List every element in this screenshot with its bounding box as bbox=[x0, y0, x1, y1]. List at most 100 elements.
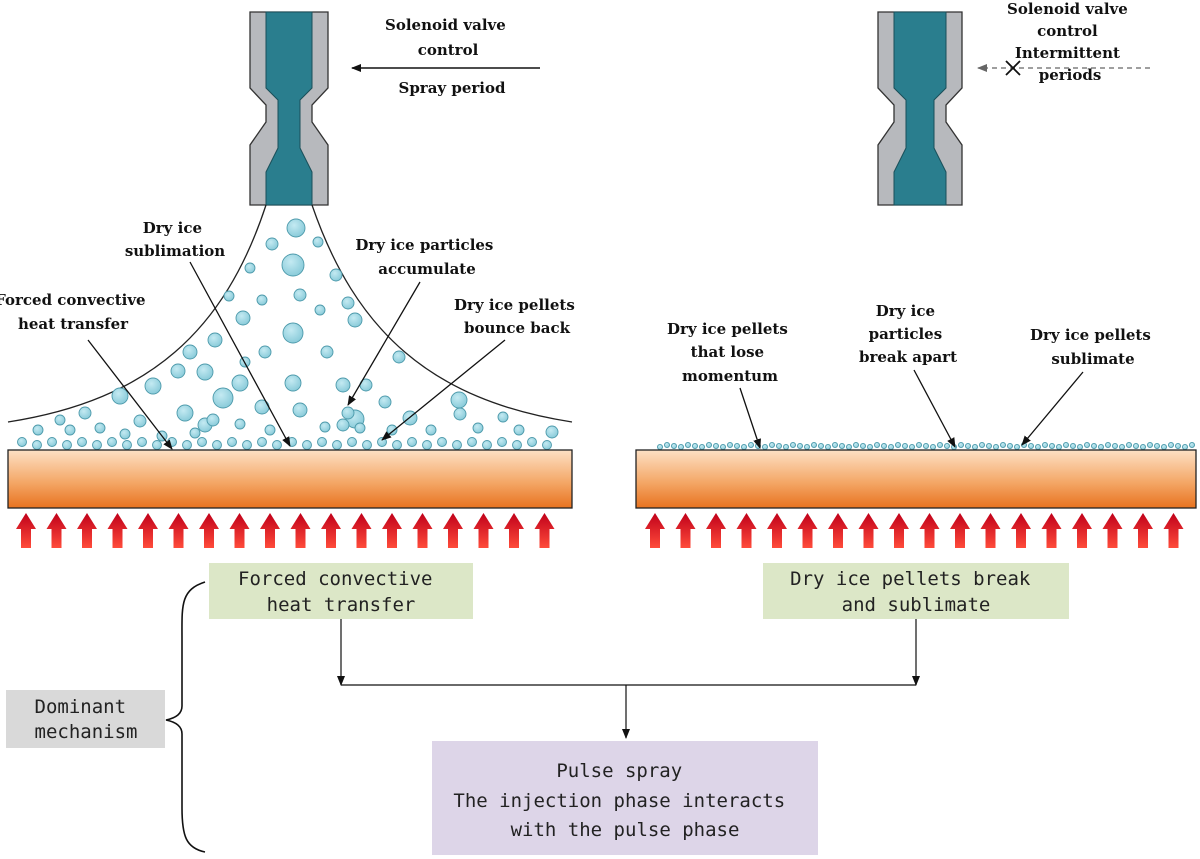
dry-ice-particle bbox=[1090, 443, 1097, 450]
heat-arrow-icon bbox=[46, 513, 67, 548]
annotation-bounce: Dry ice pellets bounce back bbox=[454, 296, 580, 337]
dry-ice-particle bbox=[923, 443, 930, 450]
dry-ice-particle bbox=[92, 440, 102, 450]
dry-ice-particle bbox=[979, 442, 986, 449]
dry-ice-particle bbox=[437, 437, 447, 447]
dry-ice-particle bbox=[152, 440, 162, 450]
dry-ice-particle bbox=[671, 443, 678, 450]
dry-ice-particle bbox=[1000, 442, 1007, 449]
dry-ice-particle bbox=[378, 395, 392, 409]
intermittent-arrow bbox=[977, 60, 1150, 76]
dry-ice-particle bbox=[513, 424, 525, 436]
dry-ice-particle bbox=[254, 399, 270, 415]
dry-ice-particle bbox=[256, 294, 268, 306]
dry-ice-particle bbox=[242, 440, 252, 450]
dry-ice-particle bbox=[895, 442, 902, 449]
heat-arrow-icon bbox=[828, 513, 848, 548]
annotation-break-leader bbox=[913, 369, 956, 448]
heat-arrow-icon bbox=[412, 513, 433, 548]
dry-ice-particle bbox=[1069, 443, 1076, 450]
dry-ice-particle bbox=[1062, 442, 1069, 449]
dry-ice-particle bbox=[497, 411, 509, 423]
dry-ice-particle bbox=[472, 422, 484, 434]
dry-ice-particle bbox=[888, 444, 895, 451]
annotation-accumulate: Dry ice particles accumulate bbox=[355, 236, 498, 278]
dry-ice-particle bbox=[332, 440, 342, 450]
dry-ice-particle bbox=[264, 424, 276, 436]
svg-text:Forced convective heat t: Forced convective heat transfer bbox=[238, 568, 444, 616]
dry-ice-particle bbox=[909, 444, 916, 451]
dry-ice-particle bbox=[107, 437, 117, 447]
heat-arrow-icon bbox=[858, 513, 879, 548]
dry-ice-particle bbox=[727, 442, 734, 449]
annotation-sublimation: Dry ice sublimation bbox=[125, 219, 225, 260]
dry-ice-particle bbox=[664, 442, 671, 449]
heat-arrow-icon bbox=[504, 513, 524, 548]
dry-ice-particle bbox=[497, 437, 507, 447]
dry-ice-particle bbox=[386, 424, 398, 436]
heat-arrow-icon bbox=[645, 513, 665, 548]
dry-ice-particle bbox=[1007, 443, 1014, 450]
dry-ice-particle bbox=[422, 440, 432, 450]
annotation-bounce-leader bbox=[381, 339, 506, 441]
heat-arrow-icon bbox=[473, 513, 494, 548]
dry-ice-particle bbox=[783, 444, 790, 451]
dry-ice-particle bbox=[790, 442, 797, 449]
dry-ice-particle bbox=[706, 442, 713, 449]
dry-ice-particle bbox=[347, 312, 363, 328]
dry-ice-particle bbox=[235, 310, 251, 326]
dry-ice-particle bbox=[452, 440, 462, 450]
dry-ice-particle bbox=[341, 406, 355, 420]
annotation-break-apart: Dry ice particles break apart bbox=[859, 302, 957, 366]
dry-ice-particle bbox=[762, 444, 769, 451]
svg-text:Dominant mechanism: Dominant mechanism bbox=[35, 696, 138, 743]
heat-arrow-icon bbox=[321, 513, 341, 548]
dry-ice-particle bbox=[329, 268, 343, 282]
dry-ice-particle bbox=[119, 428, 131, 440]
dry-ice-particle bbox=[78, 406, 92, 420]
dry-ice-particle bbox=[1097, 444, 1104, 451]
dry-ice-particle bbox=[286, 218, 306, 238]
heat-arrow-icon bbox=[1041, 513, 1062, 548]
heat-arrow-icon bbox=[107, 513, 128, 548]
dry-ice-particle bbox=[972, 444, 979, 451]
dry-ice-particle bbox=[227, 437, 237, 447]
dry-ice-particle bbox=[1139, 444, 1146, 451]
dry-ice-particle bbox=[825, 444, 832, 451]
dry-ice-particle bbox=[797, 443, 804, 450]
dry-ice-particle bbox=[874, 442, 881, 449]
dry-ice-particle bbox=[846, 444, 853, 451]
dry-ice-particle bbox=[453, 407, 467, 421]
dry-ice-particle bbox=[804, 444, 811, 451]
dry-ice-particle bbox=[223, 290, 235, 302]
dry-ice-particle bbox=[133, 414, 147, 428]
dry-ice-particle bbox=[32, 440, 42, 450]
dry-ice-particle bbox=[741, 444, 748, 451]
dry-ice-particle bbox=[930, 444, 937, 451]
dry-ice-particle bbox=[207, 332, 223, 348]
dry-ice-particle bbox=[257, 437, 267, 447]
dry-ice-particle bbox=[320, 345, 334, 359]
dry-ice-particle bbox=[1181, 444, 1188, 451]
dry-ice-particle bbox=[657, 444, 664, 451]
heat-arrow-icon bbox=[138, 513, 158, 548]
dry-ice-particle bbox=[916, 442, 923, 449]
dry-ice-particle bbox=[832, 442, 839, 449]
heat-arrow-icon bbox=[797, 513, 818, 548]
heat-arrow-icon bbox=[260, 513, 280, 548]
left-mechanism-box: Forced convective heat transfer bbox=[209, 563, 473, 619]
dry-ice-particle bbox=[1041, 442, 1048, 449]
dry-ice-particle bbox=[769, 442, 776, 449]
dry-ice-particle bbox=[17, 437, 27, 447]
dry-ice-particle bbox=[336, 418, 350, 432]
annotation-sublimate-leader bbox=[1021, 371, 1084, 446]
dry-ice-particle bbox=[542, 440, 552, 450]
dry-ice-particle bbox=[450, 391, 468, 409]
dry-ice-particle bbox=[720, 444, 727, 451]
dry-ice-particle bbox=[54, 414, 66, 426]
right-heat-arrows bbox=[645, 513, 1184, 548]
dry-ice-particle bbox=[1132, 443, 1139, 450]
dry-ice-particle bbox=[196, 363, 214, 381]
dry-ice-particle bbox=[392, 350, 406, 364]
annotation-forced: Forced convective heat transfer bbox=[0, 291, 151, 333]
